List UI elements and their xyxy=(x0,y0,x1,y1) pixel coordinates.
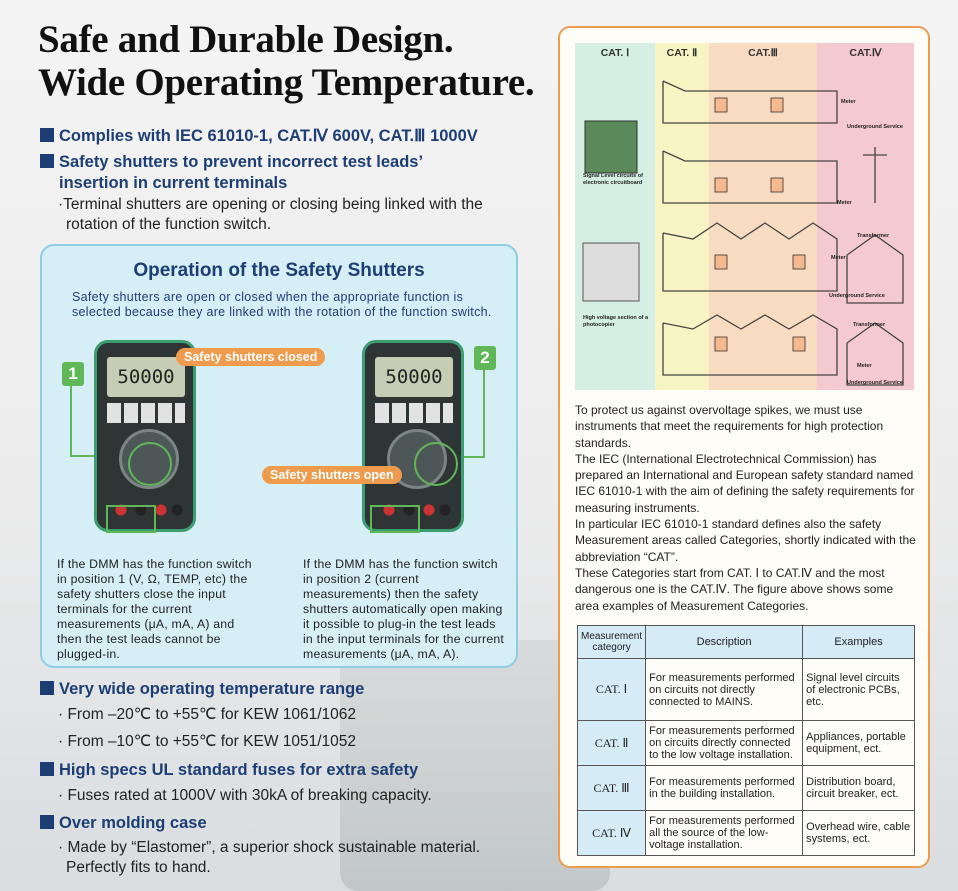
title-line-1: Safe and Durable Design. xyxy=(38,18,454,61)
dial-highlight-circle xyxy=(128,442,172,486)
position-2-badge: 2 xyxy=(474,346,496,370)
label-meter-3: Meter xyxy=(831,255,846,261)
cat3-header: CAT.Ⅲ xyxy=(748,47,778,59)
connector-line xyxy=(70,384,72,457)
label-transformer-1: Transformer xyxy=(857,233,890,239)
dial-highlight-circle xyxy=(414,442,458,486)
caption-position-1: If the DMM has the function switch in po… xyxy=(57,557,252,661)
table-row: CAT. Ⅰ For measurements performed on cir… xyxy=(576,658,915,721)
molding-heading: Over molding case xyxy=(40,813,207,834)
label-transformer-2: Transformer xyxy=(853,322,886,328)
shutters-description: Safety shutters are open or closed when … xyxy=(72,290,492,319)
temperature-line-1: · From –20℃ to +55℃ for KEW 1061/1062 xyxy=(58,706,357,723)
connector-line xyxy=(483,368,485,458)
bullet-iec-compliance: Complies with IEC 61010-1, CAT.Ⅳ 600V, C… xyxy=(40,126,478,147)
temperature-heading: Very wide operating temperature range xyxy=(40,679,364,700)
label-meter-1: Meter xyxy=(841,99,856,105)
cat-diagram: CAT. Ⅰ CAT. Ⅱ CAT.Ⅲ CAT.Ⅳ Signal Level c… xyxy=(575,43,914,390)
label-underground-3: Underground Service xyxy=(847,380,903,386)
shutter-highlight-box xyxy=(106,505,156,533)
label-shutters-closed: Safety shutters closed xyxy=(176,348,326,366)
page-title: Safe and Durable Design. Wide Operating … xyxy=(38,18,535,104)
cat2-zone: CAT. Ⅱ xyxy=(655,43,709,390)
shutters-heading: Operation of the Safety Shutters xyxy=(133,260,425,281)
bullet-safety-shutters: Safety shutters to prevent incorrect tes… xyxy=(40,152,423,194)
button-row xyxy=(107,403,185,423)
header-examples: Examples xyxy=(802,625,915,659)
square-bullet-icon xyxy=(40,154,54,168)
label-signal-circuits: Signal Level circuits of electronic circ… xyxy=(583,173,643,186)
table-row: CAT. Ⅲ For measurements performed in the… xyxy=(576,765,915,811)
title-line-2: Wide Operating Temperature. xyxy=(38,61,535,104)
shutter-subtext: ·Terminal shutters are opening or closin… xyxy=(58,196,483,233)
lcd-display: 50000 xyxy=(375,357,453,397)
label-meter-2: Meter xyxy=(837,200,852,206)
button-row xyxy=(375,403,453,423)
table-row: CAT. Ⅱ For measurements performed on cir… xyxy=(576,720,915,766)
square-bullet-icon xyxy=(40,815,54,829)
square-bullet-icon xyxy=(40,762,54,776)
label-meter-4: Meter xyxy=(857,363,872,369)
cat1-zone: CAT. Ⅰ xyxy=(575,43,655,390)
label-underground-2: Underground Service xyxy=(829,293,885,299)
position-1-badge: 1 xyxy=(62,362,84,386)
caption-position-2: If the DMM has the function switch in po… xyxy=(303,557,505,661)
square-bullet-icon xyxy=(40,128,54,142)
header-description: Description xyxy=(645,625,804,659)
table-header-row: Measurement category Description Example… xyxy=(576,625,915,659)
dmm-closed-image: 50000 xyxy=(94,340,196,532)
table-row: CAT. Ⅳ For measurements performed all th… xyxy=(576,810,915,856)
category-table: Measurement category Description Example… xyxy=(576,625,915,856)
iec-explanation-text: To protect us against overvoltage spikes… xyxy=(575,403,916,613)
header-category: Measurement category xyxy=(576,625,647,659)
label-shutters-open: Safety shutters open xyxy=(262,466,402,484)
cat2-header: CAT. Ⅱ xyxy=(666,47,698,59)
fuses-heading: High specs UL standard fuses for extra s… xyxy=(40,760,418,781)
fuses-line: · Fuses rated at 1000V with 30kA of brea… xyxy=(58,787,432,804)
cat4-header: CAT.Ⅳ xyxy=(849,47,882,59)
shutter-highlight-box xyxy=(370,505,420,533)
molding-line: · Made by “Elastomer”, a superior shock … xyxy=(58,839,481,876)
dmm-open-image: 50000 xyxy=(362,340,464,532)
label-underground-1: Underground Service xyxy=(847,124,903,130)
building-drawings xyxy=(582,80,904,386)
cat4-zone: CAT.Ⅳ xyxy=(817,43,914,390)
temperature-line-2: · From –10℃ to +55℃ for KEW 1051/1052 xyxy=(58,733,357,750)
square-bullet-icon xyxy=(40,681,54,695)
label-photocopier: High voltage section of a photocopier xyxy=(583,315,649,328)
lcd-display: 50000 xyxy=(107,357,185,397)
cat1-header: CAT. Ⅰ xyxy=(600,47,630,59)
